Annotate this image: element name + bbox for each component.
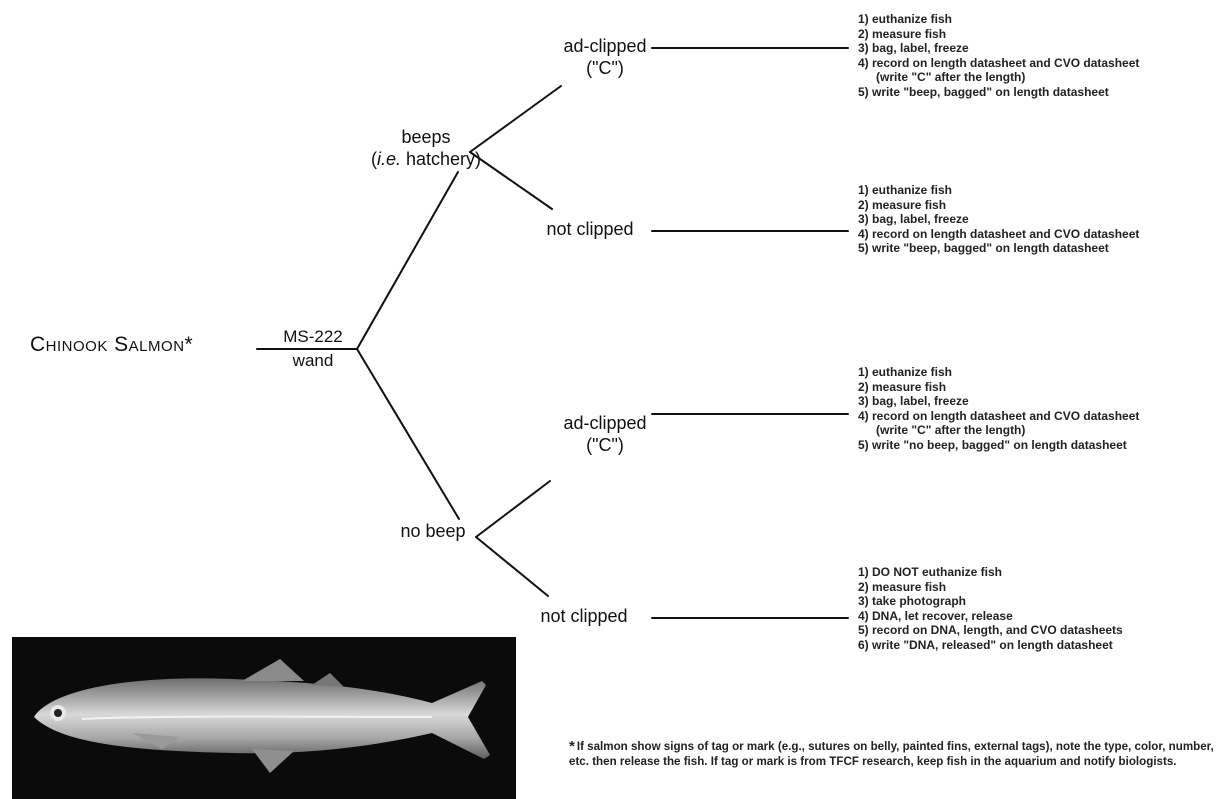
branch-no-beep-label: no beep xyxy=(388,520,478,542)
branch-beeps-sublabel: (i.e. hatchery) xyxy=(366,148,486,170)
step-item: 4) record on length datasheet and CVO da… xyxy=(858,409,1139,424)
step-item: 3) bag, label, freeze xyxy=(858,394,1139,409)
method-ms222-label: MS-222 xyxy=(278,327,348,347)
steps-beeps-adclipped: 1) euthanize fish 2) measure fish 3) bag… xyxy=(858,12,1139,100)
step-item: 2) measure fish xyxy=(858,380,1139,395)
root-to-beeps-line xyxy=(357,172,458,349)
leaf-label: not clipped xyxy=(524,605,644,627)
footnote-star: * xyxy=(569,738,575,755)
step-item: 4) DNA, let recover, release xyxy=(858,609,1123,624)
step-item: 2) measure fish xyxy=(858,27,1139,42)
steps-nobeep-adclipped: 1) euthanize fish 2) measure fish 3) bag… xyxy=(858,365,1139,453)
steps-beeps-notclipped: 1) euthanize fish 2) measure fish 3) bag… xyxy=(858,183,1139,256)
step-item: 3) bag, label, freeze xyxy=(858,41,1139,56)
leaf-code: ("C") xyxy=(530,57,680,79)
footnote-text: If salmon show signs of tag or mark (e.g… xyxy=(569,740,1214,768)
step-item: 5) write "beep, bagged" on length datash… xyxy=(858,85,1139,100)
step-item: 2) measure fish xyxy=(858,580,1123,595)
salmon-illustration xyxy=(12,637,516,799)
step-item: 1) DO NOT euthanize fish xyxy=(858,565,1123,580)
step-item: 4) record on length datasheet and CVO da… xyxy=(858,227,1139,242)
branch-beeps: beeps (i.e. hatchery) xyxy=(366,126,486,170)
step-item: 5) record on DNA, length, and CVO datash… xyxy=(858,623,1123,638)
step-item: 3) bag, label, freeze xyxy=(858,212,1139,227)
leaf-nobeep-notclipped: not clipped xyxy=(524,605,644,627)
branch-no-beep: no beep xyxy=(388,520,478,542)
method-wand-label: wand xyxy=(278,351,348,371)
leaf-label: ad-clipped xyxy=(530,35,680,57)
branch-beeps-sublabel-rest: hatchery) xyxy=(401,149,481,169)
root-to-nobeep-line xyxy=(357,349,459,519)
branch-beeps-label: beeps xyxy=(366,126,486,148)
leaf-label: ad-clipped xyxy=(530,412,680,434)
step-item: 6) write "DNA, released" on length datas… xyxy=(858,638,1123,653)
footnote: *If salmon show signs of tag or mark (e.… xyxy=(569,739,1214,769)
nobeep-to-notclipped-line xyxy=(476,537,548,596)
step-item: 5) write "no beep, bagged" on length dat… xyxy=(858,438,1139,453)
step-item: 1) euthanize fish xyxy=(858,183,1139,198)
step-item: 4) record on length datasheet and CVO da… xyxy=(858,56,1139,71)
steps-nobeep-notclipped: 1) DO NOT euthanize fish 2) measure fish… xyxy=(858,565,1123,653)
step-item: 1) euthanize fish xyxy=(858,12,1139,27)
step-item: 2) measure fish xyxy=(858,198,1139,213)
leaf-beeps-adclipped: ad-clipped ("C") xyxy=(530,35,680,79)
branch-beeps-sublabel-em: i.e. xyxy=(377,149,401,169)
step-item: 1) euthanize fish xyxy=(858,365,1139,380)
step-note: (write "C" after the length) xyxy=(858,423,1139,438)
step-item: 3) take photograph xyxy=(858,594,1123,609)
nobeep-to-adclipped-line xyxy=(476,481,550,537)
leaf-nobeep-adclipped: ad-clipped ("C") xyxy=(530,412,680,456)
salmon-photo xyxy=(12,637,516,799)
step-item: 5) write "beep, bagged" on length datash… xyxy=(858,241,1139,256)
root-title: Chinook Salmon* xyxy=(30,333,193,357)
leaf-code: ("C") xyxy=(530,434,680,456)
leaf-label: not clipped xyxy=(530,218,650,240)
step-note: (write "C" after the length) xyxy=(858,70,1139,85)
leaf-beeps-notclipped: not clipped xyxy=(530,218,650,240)
